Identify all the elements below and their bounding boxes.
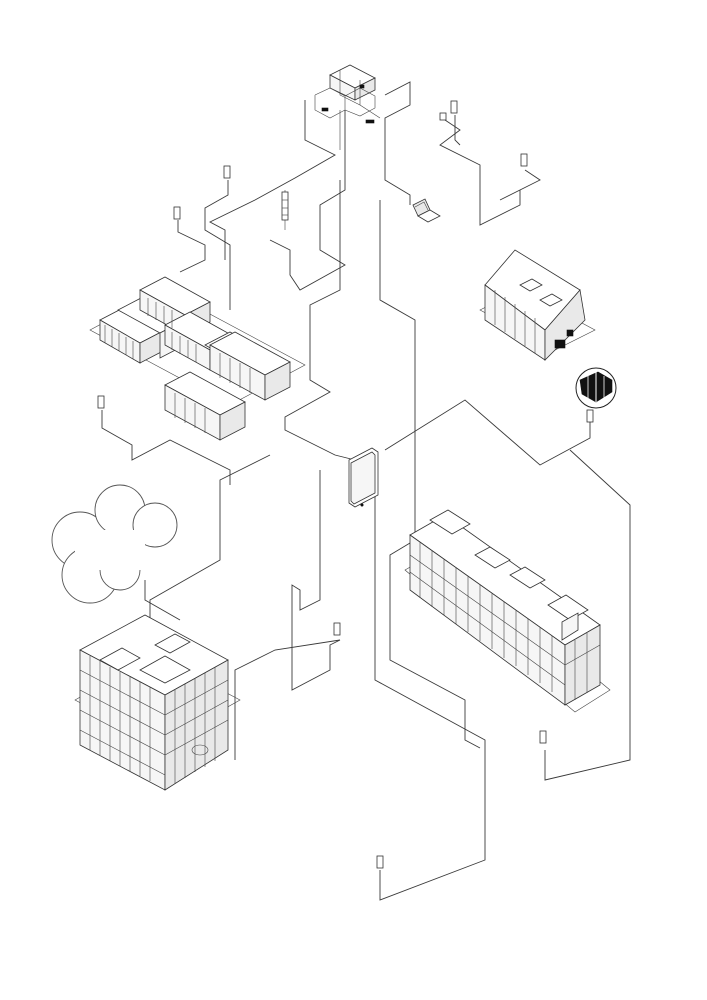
smartphone-icon bbox=[348, 447, 379, 508]
connection-lines bbox=[101, 81, 631, 901]
wire-scaffold-to-house bbox=[439, 119, 521, 226]
wire-to-office bbox=[149, 454, 271, 620]
wire-device-left-low bbox=[101, 410, 231, 485]
server-rack-icon bbox=[89, 276, 306, 441]
wire-inset-to-building bbox=[544, 449, 631, 781]
wire-device-ne bbox=[454, 115, 461, 146]
laptop-icon bbox=[412, 198, 441, 223]
wire-mid-lower bbox=[291, 470, 341, 691]
building-icon bbox=[74, 614, 241, 791]
house-icon bbox=[479, 249, 596, 361]
antenna-icon bbox=[314, 64, 381, 150]
building-icon bbox=[404, 509, 611, 713]
wire-central-right bbox=[379, 200, 481, 749]
wire-scaffold-right bbox=[384, 81, 411, 205]
mast-icon bbox=[281, 190, 289, 230]
wire-device-left-top bbox=[204, 180, 231, 310]
wire-scaffold-left bbox=[209, 100, 336, 260]
zoom-detail-icon bbox=[575, 367, 617, 409]
phone-terminal-icon bbox=[97, 100, 594, 869]
wire-scaffold-center bbox=[269, 110, 346, 291]
wire-bottom-trunk bbox=[374, 470, 486, 901]
wire-central-trunk bbox=[284, 180, 356, 461]
cloud-icon bbox=[51, 484, 178, 604]
wire-cloud-link bbox=[144, 580, 181, 621]
wire-device-left-mid bbox=[177, 220, 206, 273]
wire-office-to-device bbox=[234, 639, 341, 760]
wire-device-far-ne bbox=[499, 169, 541, 201]
wire-phone-right bbox=[384, 399, 591, 466]
